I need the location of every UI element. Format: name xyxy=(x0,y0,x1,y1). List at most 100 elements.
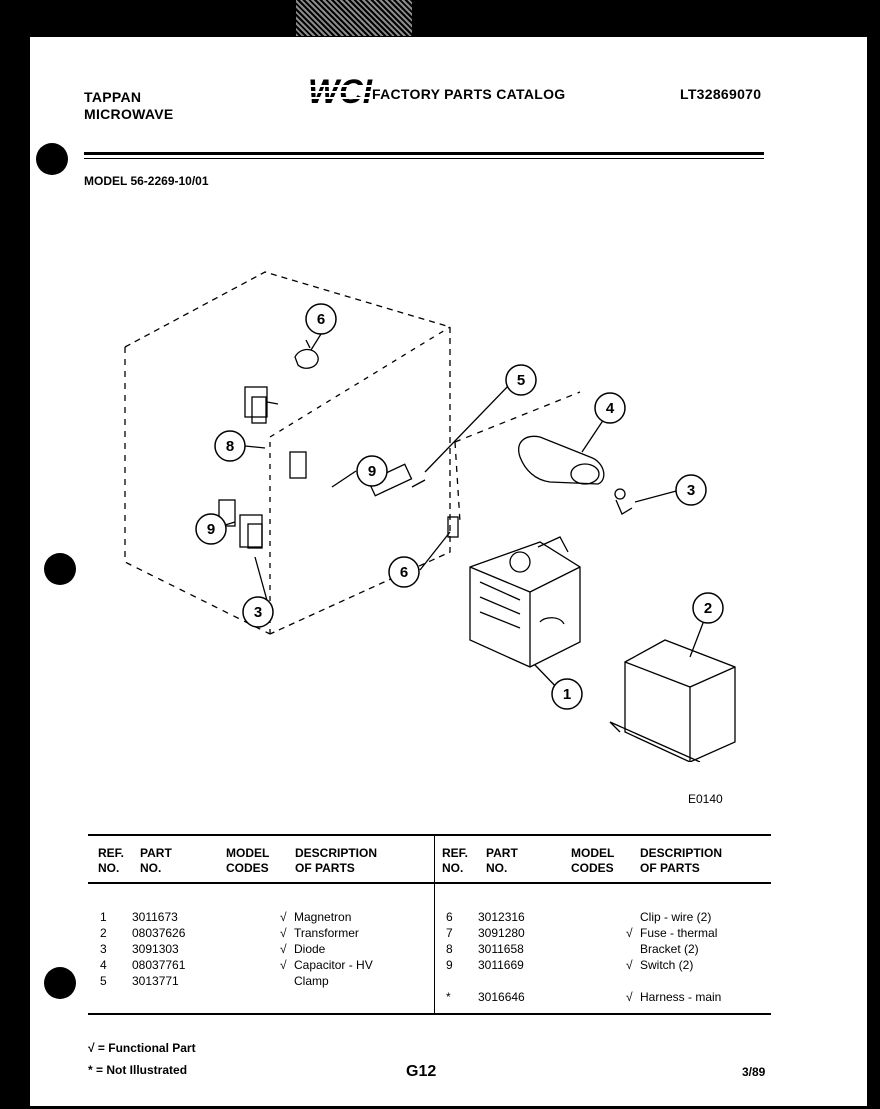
part-no: 3091280 xyxy=(478,926,525,940)
part-no: 08037761 xyxy=(132,958,186,972)
part-no: 3011658 xyxy=(478,942,524,956)
callout-label-7: 6 xyxy=(317,311,325,328)
parts-list-left: 1 3011673 √ Magnetron 2 08037626 √ Transformer… xyxy=(100,909,373,989)
part-no: 3011673 xyxy=(132,910,178,924)
part-description: Transformer xyxy=(294,926,359,940)
revision-date: 3/89 xyxy=(742,1065,766,1079)
table-row: 6 3012316 Clip - wire (2) xyxy=(446,909,721,925)
ref-no: 8 xyxy=(446,942,453,956)
part-no: 3016646 xyxy=(478,990,525,1004)
callout-3-left xyxy=(242,596,274,628)
catalog-page: TAPPAN MICROWAVE WCI FACTORY PARTS CATAL… xyxy=(30,37,867,1106)
scan-noise xyxy=(296,0,412,36)
callout-label-3-left: 3 xyxy=(254,604,262,621)
callout-1 xyxy=(551,678,583,710)
legend-not-illustrated: * = Not Illustrated xyxy=(88,1063,188,1077)
part-description: Harness - main xyxy=(640,990,722,1004)
part-no: 3091303 xyxy=(132,942,179,956)
callout-8 xyxy=(214,430,246,462)
table-row: 2 08037626 √ Transformer xyxy=(100,925,373,941)
part-description: Diode xyxy=(294,942,326,956)
col-head-ref-left: REF. NO. xyxy=(98,846,125,875)
table-rule-header xyxy=(88,882,771,884)
brand-line-2: MICROWAVE xyxy=(84,106,174,122)
header-rule-thick xyxy=(84,152,764,155)
callout-label-9a: 9 xyxy=(368,463,376,480)
col-head-part-left: PART NO. xyxy=(140,846,172,875)
callout-4 xyxy=(594,392,626,424)
callout-label-4: 4 xyxy=(606,400,615,417)
callout-label-8: 8 xyxy=(226,438,234,455)
callout-label-1: 1 xyxy=(563,686,571,703)
brand-line-1: TAPPAN xyxy=(84,89,142,105)
col-head-desc-left: DESCRIPTION OF PARTS xyxy=(295,846,378,875)
functional-mark: √ xyxy=(626,926,633,940)
model-number: MODEL 56-2269-10/01 xyxy=(84,174,209,188)
exploded-parts-diagram: 6 8 9 9 3 5 4 3 6 1 2 xyxy=(124,271,736,762)
header-rule-thin xyxy=(84,158,764,159)
part-description: Clamp xyxy=(294,974,329,988)
col-head-desc-right: DESCRIPTION OF PARTS xyxy=(640,846,723,875)
part-description: Switch (2) xyxy=(640,958,694,972)
table-rule-top xyxy=(88,834,771,836)
table-column-divider xyxy=(434,834,435,1014)
callout-3 xyxy=(675,474,707,506)
ref-no: 7 xyxy=(446,926,453,940)
col-head-model-right: MODEL CODES xyxy=(571,846,615,875)
punch-hole-top xyxy=(36,143,68,175)
ref-no: 4 xyxy=(100,958,107,972)
callout-label-3: 3 xyxy=(687,482,695,499)
part-description: Clip - wire (2) xyxy=(640,910,712,924)
callout-9-upper xyxy=(356,455,388,487)
wci-logo: WCI xyxy=(306,73,374,112)
table-row: 3 3091303 √ Diode xyxy=(100,941,373,957)
parts-list-right: 6 3012316 Clip - wire (2) 7 3091280 √ Fuse - … xyxy=(446,909,721,1005)
part-no: 08037626 xyxy=(132,926,186,940)
callout-label-9b: 9 xyxy=(207,521,215,538)
table-row: * 3016646 √ Harness - main xyxy=(446,989,721,1005)
functional-mark: √ xyxy=(280,910,287,924)
ref-no: 9 xyxy=(446,958,453,972)
callout-label-6: 6 xyxy=(400,564,408,581)
ref-no: 3 xyxy=(100,942,107,956)
legend-functional: √ = Functional Part xyxy=(88,1041,196,1055)
callout-2 xyxy=(692,592,724,624)
part-description: Magnetron xyxy=(294,910,352,924)
functional-mark: √ xyxy=(280,942,287,956)
part-no: 3011669 xyxy=(478,958,524,972)
catalog-code: LT32869070 xyxy=(680,86,762,102)
col-head-part-right: PART NO. xyxy=(486,846,518,875)
table-rule-bottom xyxy=(88,1013,771,1015)
table-row: 8 3011658 Bracket (2) xyxy=(446,941,721,957)
callout-7 xyxy=(305,303,337,335)
callout-label-2: 2 xyxy=(704,600,712,617)
ref-no: 2 xyxy=(100,926,107,940)
page-number: G12 xyxy=(406,1063,437,1080)
callout-9-lower xyxy=(195,513,227,545)
punch-hole-bottom xyxy=(44,967,76,999)
callout-5 xyxy=(505,364,537,396)
part-description: Capacitor - HV xyxy=(294,958,373,972)
part-no: 3012316 xyxy=(478,910,525,924)
part-no: 3013771 xyxy=(132,974,179,988)
ref-no: 5 xyxy=(100,974,107,988)
col-head-model-left: MODEL CODES xyxy=(226,846,270,875)
part-description: Fuse - thermal xyxy=(640,926,718,940)
ref-no: 6 xyxy=(446,910,453,924)
ref-no: 1 xyxy=(100,910,107,924)
functional-mark: √ xyxy=(280,926,287,940)
ref-no: * xyxy=(446,990,451,1004)
functional-mark: √ xyxy=(626,958,633,972)
table-row: 7 3091280 √ Fuse - thermal xyxy=(446,925,721,941)
table-row: 5 3013771 Clamp xyxy=(100,973,373,989)
figure-code: E0140 xyxy=(688,792,723,806)
table-row: 4 08037761 √ Capacitor - HV xyxy=(100,957,373,973)
part-description: Bracket (2) xyxy=(640,942,699,956)
catalog-title: FACTORY PARTS CATALOG xyxy=(372,86,566,102)
col-head-ref-right: REF. NO. xyxy=(442,846,469,875)
table-row: 1 3011673 √ Magnetron xyxy=(100,909,373,925)
punch-hole-middle xyxy=(44,553,76,585)
callout-label-5: 5 xyxy=(517,372,525,389)
functional-mark: √ xyxy=(280,958,287,972)
functional-mark: √ xyxy=(626,990,633,1004)
